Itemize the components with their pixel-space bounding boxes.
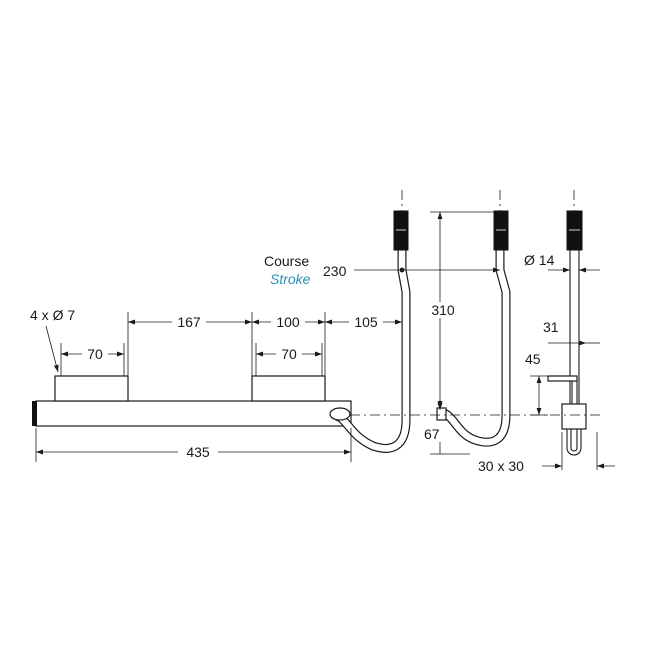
dim-text-side-width: 31 — [543, 319, 559, 335]
dim-text-pad-left: 70 — [87, 346, 103, 362]
label-course: Course — [264, 253, 309, 269]
dim-text-side-height: 45 — [525, 351, 541, 367]
dim-text-lever-height: 310 — [431, 302, 455, 318]
dim-text-rod-diameter: Ø 14 — [524, 252, 555, 268]
dim-text-section: 30 x 30 — [478, 458, 524, 474]
label-stroke: Stroke — [270, 271, 311, 287]
mounting-pad-right — [251, 375, 326, 402]
stroke-point — [399, 267, 405, 273]
dim-text-between-pads: 167 — [177, 314, 201, 330]
side-view — [547, 210, 587, 456]
handle-cap-left — [393, 210, 409, 251]
handle-cap-side — [566, 210, 583, 251]
handle-cap-right — [493, 210, 509, 251]
dim-text-pad-length: 100 — [276, 314, 300, 330]
mounting-pad-left — [54, 375, 129, 402]
label-holes: 4 x Ø 7 — [30, 307, 75, 323]
dim-text-lever-offset: 67 — [424, 426, 440, 442]
lever-arm-left — [329, 210, 411, 453]
dim-text-total-length: 435 — [186, 444, 210, 460]
lever-arm-right — [436, 210, 511, 447]
dim-text-pad-right: 70 — [281, 346, 297, 362]
dim-text-stroke: 230 — [323, 263, 347, 279]
main-tube — [32, 400, 352, 427]
extension-lines — [35, 211, 600, 470]
dim-text-pad-to-lever: 105 — [354, 314, 378, 330]
leader-holes — [45, 325, 59, 373]
